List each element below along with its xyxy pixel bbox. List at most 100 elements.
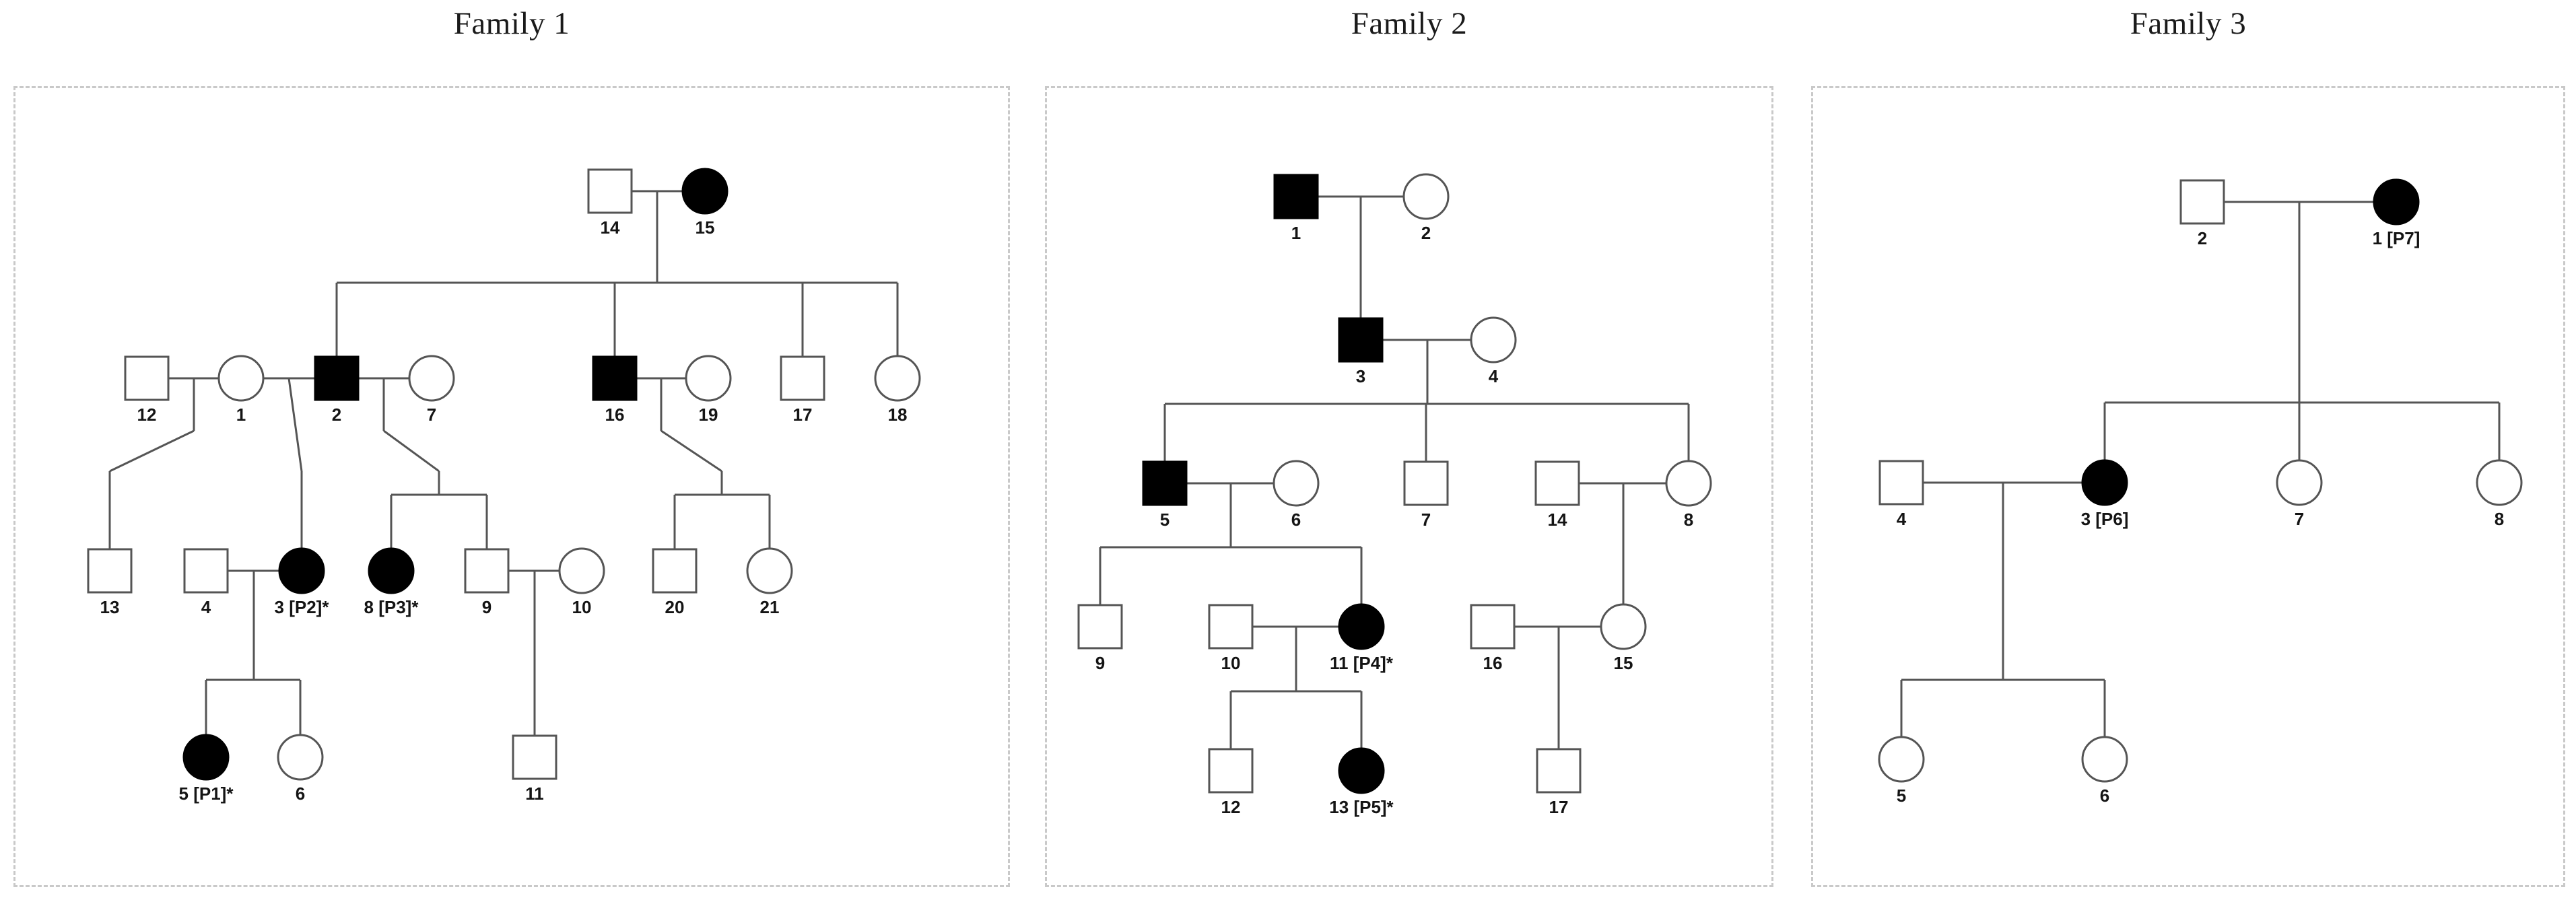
- individual-label-f2-11: 11 [P4]*: [1330, 653, 1394, 673]
- individual-symbol-f1-13[interactable]: [87, 548, 133, 594]
- individual-label-f2-3: 3: [1356, 366, 1365, 386]
- individual-symbol-f1-19[interactable]: [685, 355, 732, 402]
- individual-symbol-f2-6[interactable]: [1273, 460, 1320, 507]
- individual-symbol-f2-10[interactable]: [1208, 604, 1254, 650]
- individual-symbol-f1-18[interactable]: [874, 355, 921, 402]
- individual-label-f1-11: 11: [525, 783, 544, 804]
- individual-label-f1-8: 8 [P3]*: [364, 597, 419, 617]
- individual-symbol-f1-11[interactable]: [512, 734, 557, 780]
- individual-symbol-f1-17[interactable]: [780, 355, 825, 401]
- individual-symbol-f3-1[interactable]: [2373, 178, 2420, 225]
- individual-label-f1-2: 2: [332, 405, 341, 425]
- individual-symbol-f1-6[interactable]: [277, 734, 324, 781]
- individual-label-f1-1: 1: [236, 405, 246, 425]
- individual-label-f1-16: 16: [605, 405, 625, 425]
- individual-label-f2-5: 5: [1160, 510, 1170, 530]
- individual-symbol-f1-1[interactable]: [217, 355, 265, 402]
- individual-label-f2-17: 17: [1549, 797, 1569, 817]
- individual-symbol-f3-6[interactable]: [2081, 736, 2128, 783]
- individual-label-f3-4: 4: [1897, 509, 1907, 529]
- individual-label-f3-6: 6: [2100, 786, 2109, 806]
- individual-label-f1-19: 19: [699, 405, 718, 425]
- individual-label-f1-21: 21: [760, 597, 780, 617]
- individual-symbol-f2-5[interactable]: [1142, 460, 1188, 506]
- individual-label-f2-13: 13 [P5]*: [1329, 797, 1394, 817]
- individual-label-f1-7: 7: [427, 405, 436, 425]
- individual-label-f2-6: 6: [1291, 510, 1301, 530]
- individual-symbol-f2-13[interactable]: [1338, 747, 1385, 794]
- individual-symbol-f2-7[interactable]: [1403, 460, 1449, 506]
- individual-label-f1-6: 6: [296, 783, 305, 804]
- individual-symbol-f2-14[interactable]: [1534, 460, 1580, 506]
- individual-symbol-f1-15[interactable]: [681, 168, 728, 215]
- individual-symbol-f2-17[interactable]: [1536, 748, 1582, 794]
- individual-symbol-f2-11[interactable]: [1338, 603, 1385, 650]
- individual-label-f1-3: 3 [P2]*: [275, 597, 330, 617]
- individual-label-f3-8: 8: [2495, 509, 2504, 529]
- individual-symbol-f3-8[interactable]: [2476, 459, 2523, 506]
- individual-symbol-f2-3[interactable]: [1338, 317, 1384, 363]
- individual-label-f1-10: 10: [572, 597, 592, 617]
- individual-label-f2-1: 1: [1291, 223, 1301, 243]
- individual-label-f2-10: 10: [1221, 653, 1241, 673]
- individual-symbol-f1-16[interactable]: [592, 355, 638, 401]
- individual-symbol-f3-7[interactable]: [2276, 459, 2323, 506]
- individual-label-f1-12: 12: [137, 405, 157, 425]
- individual-symbol-f1-12[interactable]: [124, 355, 170, 401]
- individual-label-f1-17: 17: [793, 405, 813, 425]
- individual-symbol-f2-8[interactable]: [1665, 460, 1712, 507]
- individual-label-f1-5: 5 [P1]*: [179, 783, 234, 804]
- individual-symbol-f1-8[interactable]: [368, 547, 415, 594]
- individual-symbol-f3-3[interactable]: [2081, 459, 2128, 506]
- individual-symbol-f3-4[interactable]: [1878, 460, 1924, 506]
- individual-symbol-f1-14[interactable]: [587, 168, 633, 214]
- individual-label-f3-1: 1 [P7]: [2373, 228, 2420, 248]
- individual-label-f1-9: 9: [482, 597, 492, 617]
- individual-symbol-f1-2[interactable]: [314, 355, 360, 401]
- individual-symbol-f1-10[interactable]: [558, 547, 605, 594]
- individual-symbol-f2-1[interactable]: [1273, 174, 1319, 219]
- individual-symbol-f2-9[interactable]: [1077, 604, 1123, 650]
- family-2-symbols: [1077, 173, 1712, 794]
- individual-label-f2-2: 2: [1421, 223, 1431, 243]
- family-2-title: Family 2: [1351, 6, 1468, 41]
- individual-symbol-f1-21[interactable]: [746, 547, 793, 594]
- individual-symbol-f2-4[interactable]: [1470, 316, 1517, 363]
- individual-label-f2-7: 7: [1421, 510, 1431, 530]
- individual-symbol-f3-5[interactable]: [1878, 736, 1925, 783]
- individual-symbol-f2-16[interactable]: [1470, 604, 1516, 650]
- individual-label-f1-4: 4: [201, 597, 211, 617]
- family-3-symbols: [1878, 178, 2523, 783]
- individual-label-f2-16: 16: [1483, 653, 1503, 673]
- individual-symbol-f2-2[interactable]: [1402, 173, 1450, 220]
- individual-symbol-f2-12[interactable]: [1208, 748, 1254, 794]
- individual-label-f3-7: 7: [2295, 509, 2304, 529]
- individual-label-f2-4: 4: [1489, 366, 1499, 386]
- individual-label-f1-15: 15: [696, 217, 715, 238]
- individual-symbol-f1-20[interactable]: [652, 548, 698, 594]
- family-3-title: Family 3: [2130, 6, 2247, 41]
- individual-symbol-f1-9[interactable]: [464, 548, 510, 594]
- individual-label-f2-8: 8: [1684, 510, 1693, 530]
- individual-label-f1-18: 18: [888, 405, 908, 425]
- individual-label-f2-15: 15: [1614, 653, 1633, 673]
- family-1-title: Family 1: [453, 6, 570, 41]
- individual-label-f2-14: 14: [1548, 510, 1567, 530]
- individual-label-f1-14: 14: [601, 217, 620, 238]
- individual-symbol-f1-4[interactable]: [183, 548, 229, 594]
- individual-label-f1-20: 20: [665, 597, 685, 617]
- individual-symbol-f1-3[interactable]: [278, 547, 325, 594]
- individual-label-f2-12: 12: [1221, 797, 1241, 817]
- individual-symbol-f1-7[interactable]: [408, 355, 455, 402]
- individual-symbol-f1-5[interactable]: [182, 734, 230, 781]
- individual-symbol-f3-2[interactable]: [2179, 179, 2225, 225]
- individual-symbol-f2-15[interactable]: [1600, 603, 1647, 650]
- family-1-symbols: [87, 168, 921, 781]
